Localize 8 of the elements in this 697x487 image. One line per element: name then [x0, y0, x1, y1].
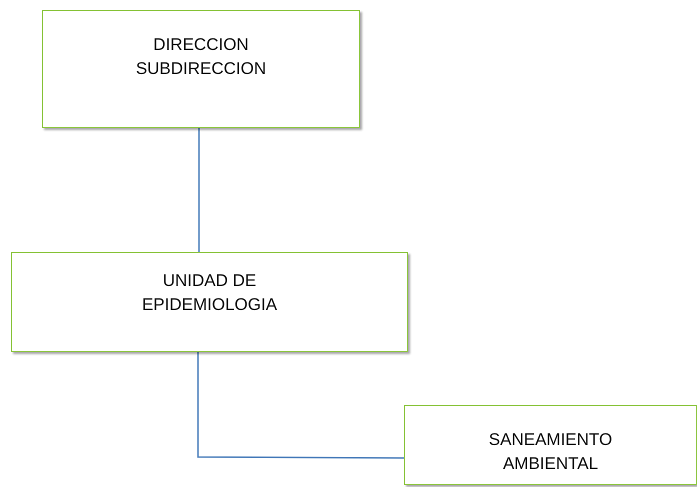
box-label: DIRECCION SUBDIRECCION — [134, 34, 268, 80]
connector-line — [197, 352, 404, 459]
org-box — [404, 405, 697, 485]
org-box — [11, 252, 408, 352]
org-box — [42, 10, 360, 128]
box-label: SANEAMIENTO AMBIENTAL — [488, 429, 614, 475]
connector-line — [198, 128, 200, 252]
box-label: UNIDAD DE EPIDEMIOLOGIA — [140, 270, 278, 316]
